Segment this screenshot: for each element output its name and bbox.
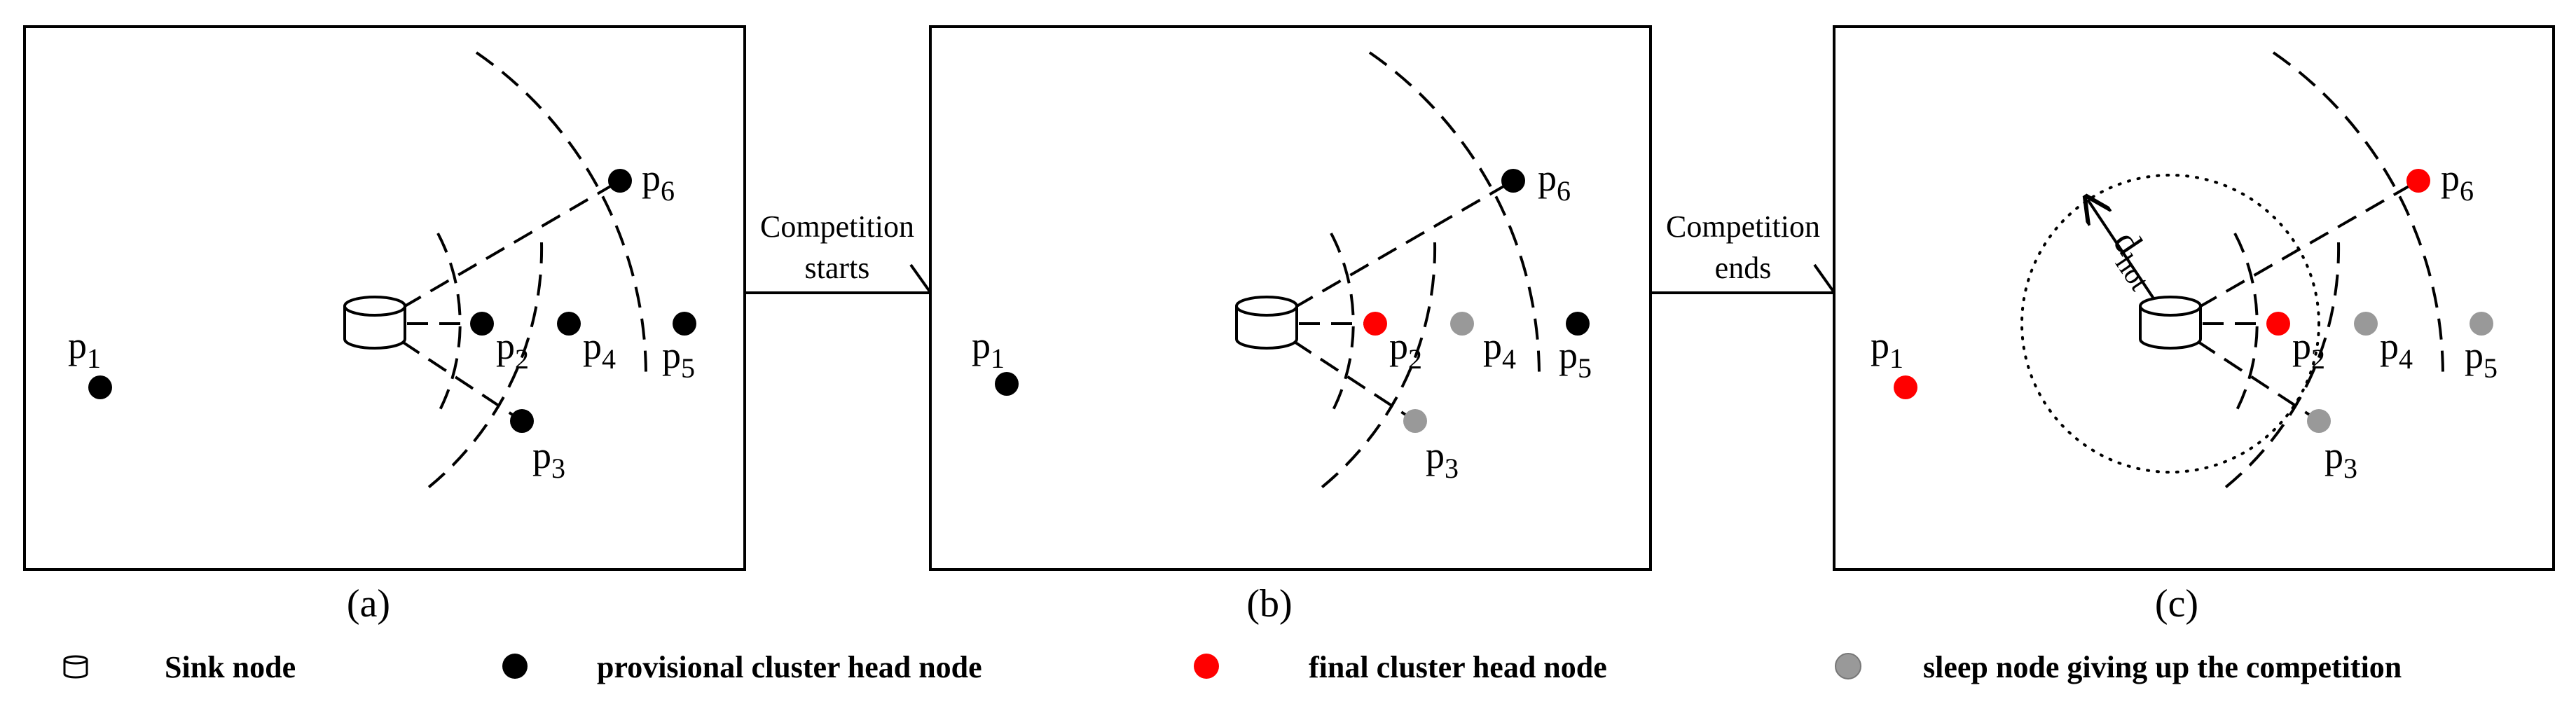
legend-sleep-marker	[1835, 653, 1861, 679]
legend-sleep-label: sleep node giving up the competition	[1923, 650, 2402, 684]
dashed-arcs	[2216, 51, 2444, 495]
sink-node	[1235, 296, 1298, 350]
arrow-competition-starts: Competition starts	[745, 209, 931, 294]
node-p5	[2470, 312, 2493, 336]
label-p6: p6	[1538, 157, 1571, 207]
legend-sink-label: Sink node	[165, 650, 296, 684]
hot-zone-circle	[2020, 174, 2320, 474]
node-p1	[88, 375, 112, 399]
label-p1: p1	[972, 324, 1005, 374]
label-p1: p1	[1871, 324, 1903, 374]
node-p6	[608, 169, 632, 193]
label-p5: p5	[2465, 334, 2498, 384]
legend: Sink node provisional cluster head node …	[63, 650, 2402, 684]
node-p4	[1450, 312, 1474, 336]
node-p3	[510, 409, 534, 433]
panel-frame	[23, 25, 746, 571]
node-p2	[2266, 312, 2290, 336]
sink-node	[343, 296, 406, 350]
node-p5	[1566, 312, 1590, 336]
label-p6: p6	[642, 157, 675, 207]
node-p4	[2354, 312, 2378, 336]
dashed-links	[373, 179, 621, 422]
node-p1	[995, 372, 1019, 396]
node-p6	[2406, 169, 2430, 193]
panel-a: p1 p2 p3 p4 p5 p6 (a)	[23, 25, 746, 626]
node-p3	[1403, 409, 1427, 433]
legend-sink-icon	[63, 655, 88, 679]
node-p5	[673, 312, 696, 336]
arrow-label-line2: starts	[805, 251, 870, 285]
label-p6: p6	[2441, 157, 2474, 207]
panel-caption: (a)	[347, 582, 390, 626]
label-p5: p5	[1559, 334, 1592, 384]
label-p3: p3	[532, 434, 565, 484]
dashed-links	[1265, 179, 1515, 422]
dashed-arcs	[419, 51, 647, 495]
arrow-competition-ends: Competition ends	[1651, 209, 1835, 294]
node-p2	[1363, 312, 1387, 336]
sink-node	[2139, 296, 2202, 350]
label-p1: p1	[68, 324, 101, 374]
node-p3	[2307, 409, 2331, 433]
panel-c: dhot p1 p2 p3 p4 p5 p6 (c)	[1833, 25, 2555, 626]
arrow-label-line1: Competition	[1666, 209, 1820, 244]
label-p2: p2	[2292, 325, 2325, 375]
panel-caption: (b)	[1246, 582, 1292, 626]
label-p4: p4	[583, 325, 616, 375]
panel-caption: (c)	[2155, 582, 2198, 626]
label-p2: p2	[496, 325, 529, 375]
node-p1	[1894, 375, 1917, 399]
dashed-links	[2169, 179, 2419, 422]
label-p3: p3	[2324, 434, 2357, 484]
legend-provisional-marker	[502, 654, 528, 679]
label-p2: p2	[1389, 325, 1422, 375]
panel-frame	[929, 25, 1652, 571]
arrow-label-line2: ends	[1715, 251, 1772, 285]
label-p5: p5	[662, 334, 695, 384]
dashed-arcs	[1312, 51, 1541, 495]
label-p4: p4	[1483, 325, 1516, 375]
legend-final-marker	[1194, 654, 1219, 679]
node-p6	[1501, 169, 1525, 193]
legend-provisional-label: provisional cluster head node	[597, 650, 982, 684]
label-p4: p4	[2380, 325, 2413, 375]
arrow-label-line1: Competition	[760, 209, 914, 244]
label-p3: p3	[1426, 434, 1459, 484]
node-p4	[557, 312, 581, 336]
node-p2	[470, 312, 494, 336]
panel-b: p1 p2 p3 p4 p5 p6 (b)	[929, 25, 1652, 626]
legend-final-label: final cluster head node	[1309, 650, 1607, 684]
panel-frame	[1833, 25, 2555, 571]
